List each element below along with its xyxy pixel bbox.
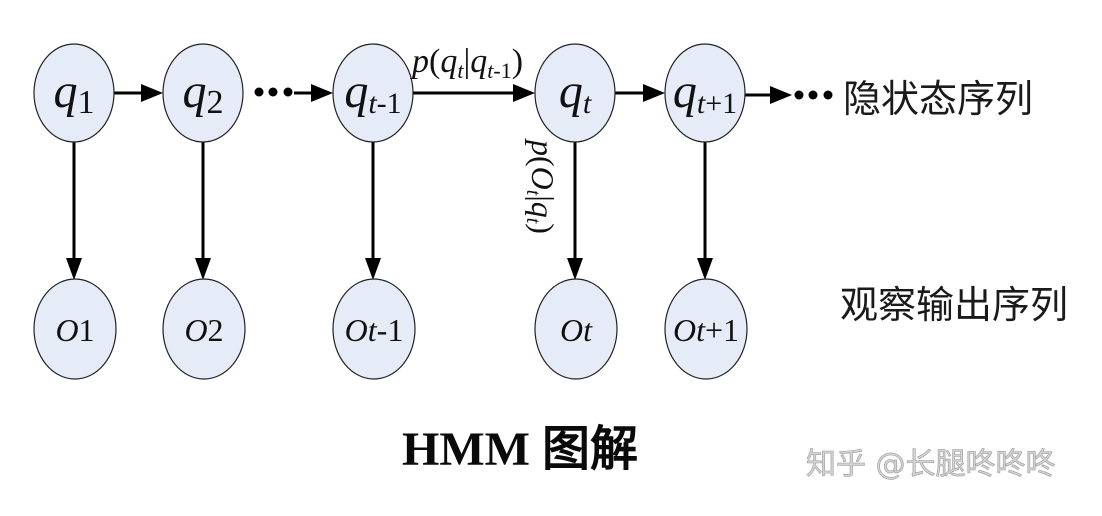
- node-label: O1: [55, 312, 94, 348]
- node-label: qt: [559, 65, 592, 120]
- hidden-state-row: q1 q2 qt-1 qt qt+1: [33, 43, 746, 143]
- hidden-state-node-q1: q1: [33, 43, 115, 143]
- node-ellipse: [534, 278, 618, 380]
- transition-qt-1-qt: [413, 84, 535, 102]
- transition-ellipsis-qt-1: [294, 84, 333, 102]
- ellipsis-dot: [283, 87, 293, 97]
- node-ellipse: [33, 43, 115, 143]
- node-label: qt+1: [673, 65, 737, 120]
- emission-q_t: [567, 142, 583, 280]
- node-ellipse: [162, 43, 244, 143]
- emission-q2: [195, 142, 211, 280]
- emission-q1: [66, 142, 82, 280]
- transition-probability-label: p(qt|qt-1): [410, 43, 523, 83]
- observation-node-Ot-1: Ot-1: [332, 278, 416, 380]
- node-label: Ot-1: [345, 312, 404, 348]
- observation-node-Ot: Ot: [534, 278, 618, 380]
- ellipsis-dot: [254, 87, 264, 97]
- transition-q1-q2: [114, 84, 163, 102]
- arrowhead-icon: [513, 84, 535, 102]
- observation-node-O2: O2: [162, 278, 246, 380]
- watermark: 知乎 @长腿咚咚咚: [806, 447, 1056, 482]
- node-label: q1: [54, 65, 95, 121]
- hidden-state-node-q_t+1: qt+1: [664, 43, 746, 143]
- node-ellipse: [664, 278, 748, 380]
- observation-row: O1 O2 Ot-1 Ot Ot+1: [33, 278, 748, 380]
- node-label: Ot: [560, 312, 593, 348]
- arrowhead-icon: [141, 84, 163, 102]
- ellipsis-dot: [823, 90, 833, 100]
- ellipsis-right: [794, 90, 833, 100]
- hidden-state-node-q_t: qt: [534, 43, 616, 143]
- node-label: qt-1: [344, 65, 401, 120]
- arrowhead-icon: [365, 258, 381, 280]
- node-label: O2: [184, 312, 223, 348]
- node-label: q2: [183, 65, 224, 121]
- ellipsis-dot: [268, 87, 278, 97]
- arrowhead-icon: [697, 258, 713, 280]
- node-ellipse: [534, 43, 616, 143]
- emission-probability-label: p(Ot|qt): [522, 138, 561, 234]
- hidden-state-node-q2: q2: [162, 43, 244, 143]
- observation-node-O1: O1: [33, 278, 117, 380]
- arrowhead-icon: [643, 84, 665, 102]
- hidden-sequence-label: 隐状态序列: [843, 77, 1033, 121]
- node-label: Ot+1: [673, 312, 739, 348]
- node-ellipse: [33, 278, 117, 380]
- arrowhead-icon: [770, 86, 792, 104]
- arrowhead-icon: [567, 258, 583, 280]
- diagram-title: HMM 图解: [402, 423, 638, 476]
- edges-layer: [66, 84, 792, 280]
- observation-sequence-label: 观察输出序列: [840, 283, 1068, 327]
- node-ellipse: [332, 278, 416, 380]
- node-ellipse: [162, 278, 246, 380]
- arrowhead-icon: [311, 84, 333, 102]
- arrowhead-icon: [195, 258, 211, 280]
- emission-q_t+1: [697, 142, 713, 280]
- ellipsis-left: [254, 87, 293, 97]
- ellipsis-dot: [794, 90, 804, 100]
- emission-q_t-1: [365, 142, 381, 280]
- hidden-state-node-q_t-1: qt-1: [332, 43, 414, 143]
- ellipsis-dot: [808, 90, 818, 100]
- transition-qt-qt+1: [615, 84, 665, 102]
- transition-qt+1-ellipsis: [745, 86, 792, 104]
- node-ellipse: [664, 43, 746, 143]
- observation-node-Ot+1: Ot+1: [664, 278, 748, 380]
- arrowhead-icon: [66, 258, 82, 280]
- node-ellipse: [332, 43, 414, 143]
